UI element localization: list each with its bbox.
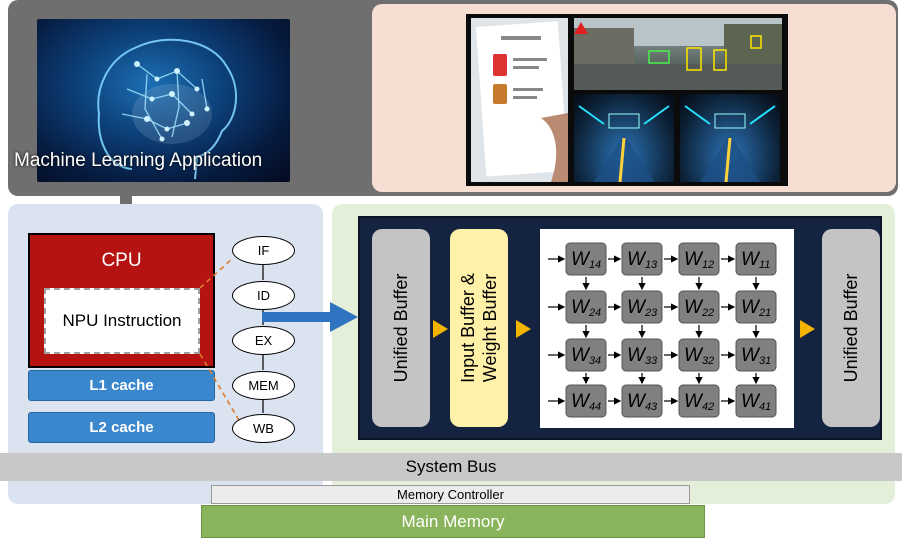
processing-element: W34 — [565, 338, 607, 372]
ai-brain-image — [37, 19, 290, 182]
pipeline-stage-mem: MEM — [232, 371, 295, 400]
driving-vr-photo-right — [680, 94, 780, 182]
driving-vr-photo-left — [574, 94, 674, 182]
weight-buffer-line: Weight Buffer — [480, 273, 500, 383]
processing-element: W32 — [678, 338, 720, 372]
cpu-to-npu-arrow-icon — [262, 302, 358, 332]
unified-buffer-left-label: Unified Buffer — [391, 273, 411, 383]
phone-shopping-photo — [471, 18, 568, 182]
l1-cache: L1 cache — [28, 370, 215, 401]
unified-buffer-right: Unified Buffer — [822, 229, 880, 427]
processing-element: W44 — [565, 384, 607, 418]
unified-buffer-right-label: Unified Buffer — [841, 273, 861, 383]
npu-instruction-label: NPU Instruction — [62, 311, 182, 330]
main-memory: Main Memory — [201, 505, 705, 538]
input-weight-buffer: Input Buffer & Weight Buffer — [450, 229, 508, 427]
unified-buffer-left: Unified Buffer — [372, 229, 430, 427]
processing-element: W14 — [565, 242, 607, 276]
street-detection-photo — [574, 18, 782, 90]
processing-element: W31 — [735, 338, 777, 372]
processing-element: W12 — [678, 242, 720, 276]
right-triangle-icon — [800, 320, 815, 338]
pipeline-stage-wb: WB — [232, 414, 295, 443]
right-triangle-icon — [516, 320, 531, 338]
processing-element: W13 — [621, 242, 663, 276]
pipeline-stage-if: IF — [232, 236, 295, 265]
processing-element: W22 — [678, 290, 720, 324]
input-buffer-line: Input Buffer & — [458, 273, 478, 383]
system-bus: System Bus — [0, 453, 902, 481]
processing-element: W23 — [621, 290, 663, 324]
l2-cache: L2 cache — [28, 412, 215, 443]
processing-element: W11 — [735, 242, 777, 276]
cpu-title: CPU — [101, 250, 142, 271]
processing-element: W42 — [678, 384, 720, 418]
processing-element: W21 — [735, 290, 777, 324]
application-caption: Machine Learning Application — [14, 150, 263, 171]
processing-element: W41 — [735, 384, 777, 418]
memory-controller: Memory Controller — [211, 485, 690, 504]
npu-instruction-box — [44, 288, 200, 354]
pipeline-stage-ex: EX — [232, 326, 295, 355]
processing-element: W24 — [565, 290, 607, 324]
input-weight-buffer-label: Input Buffer & Weight Buffer — [457, 273, 501, 383]
processing-element: W33 — [621, 338, 663, 372]
right-triangle-icon — [433, 320, 448, 338]
processing-element: W43 — [621, 384, 663, 418]
pipeline-stage-id: ID — [232, 281, 295, 310]
